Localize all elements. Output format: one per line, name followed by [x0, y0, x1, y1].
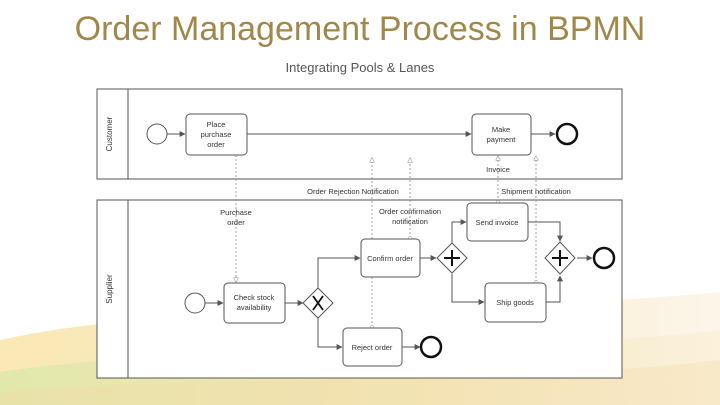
task-place-order-label-2: purchase	[201, 130, 232, 139]
task-place-order-label-3: order	[207, 140, 225, 149]
task-check-stock-label-1: Check stock	[234, 293, 275, 302]
flow-and-to-invoice	[451, 219, 467, 243]
flow-invoice-to-join	[528, 221, 563, 242]
task-place-order-label-1: Place	[207, 120, 226, 129]
task-make-payment-label-2: payment	[487, 135, 517, 144]
flow-xor-to-confirm	[317, 255, 361, 288]
task-confirm-order-label: Confirm order	[367, 254, 413, 263]
end-event-supplier	[592, 246, 616, 270]
task-ship-goods-label: Ship goods	[496, 298, 534, 307]
msg-label-purchase-order-2: order	[227, 218, 245, 227]
sequence-flows	[167, 131, 593, 350]
end-event-reject	[419, 335, 443, 359]
end-event-customer	[555, 122, 579, 146]
gateway-xor-stock	[302, 287, 334, 319]
msg-label-order-confirmation-1: Order confirmation	[379, 207, 441, 216]
flow-ship-to-join	[546, 275, 563, 303]
flow-and-to-ship	[451, 274, 485, 305]
task-confirm-order: Confirm order	[360, 238, 421, 278]
task-send-invoice: Send invoice	[466, 202, 529, 242]
msg-label-invoice: Invoice	[486, 165, 510, 174]
task-make-payment-label-1: Make	[492, 125, 510, 134]
task-reject-order-label: Reject order	[352, 343, 393, 352]
gateway-and-split	[436, 242, 468, 274]
pool-label-customer: Customer	[105, 116, 114, 151]
start-event-customer	[146, 123, 168, 145]
task-ship-goods: Ship goods	[484, 282, 547, 323]
task-check-stock: Check stock availability	[223, 282, 286, 324]
flow-xor-to-reject	[317, 318, 343, 350]
msg-label-order-rejection: Order Rejection Notification	[307, 187, 399, 196]
task-reject-order: Reject order	[342, 327, 403, 367]
msg-label-order-confirmation-2: notification	[392, 217, 428, 226]
msg-label-shipment: Shipment notification	[501, 187, 571, 196]
task-send-invoice-label: Send invoice	[476, 218, 519, 227]
page-title: Order Management Process in BPMN	[74, 10, 646, 48]
gateway-and-join	[544, 241, 576, 275]
pool-label-supplier: Supplier	[105, 274, 114, 304]
task-place-order: Place purchase order	[185, 113, 248, 156]
task-make-payment: Make payment	[471, 113, 532, 156]
task-check-stock-label-2: availability	[237, 303, 272, 312]
start-event-supplier	[184, 292, 206, 314]
msg-label-purchase-order-1: Purchase	[220, 208, 252, 217]
page-subtitle: Integrating Pools & Lanes	[285, 60, 435, 75]
